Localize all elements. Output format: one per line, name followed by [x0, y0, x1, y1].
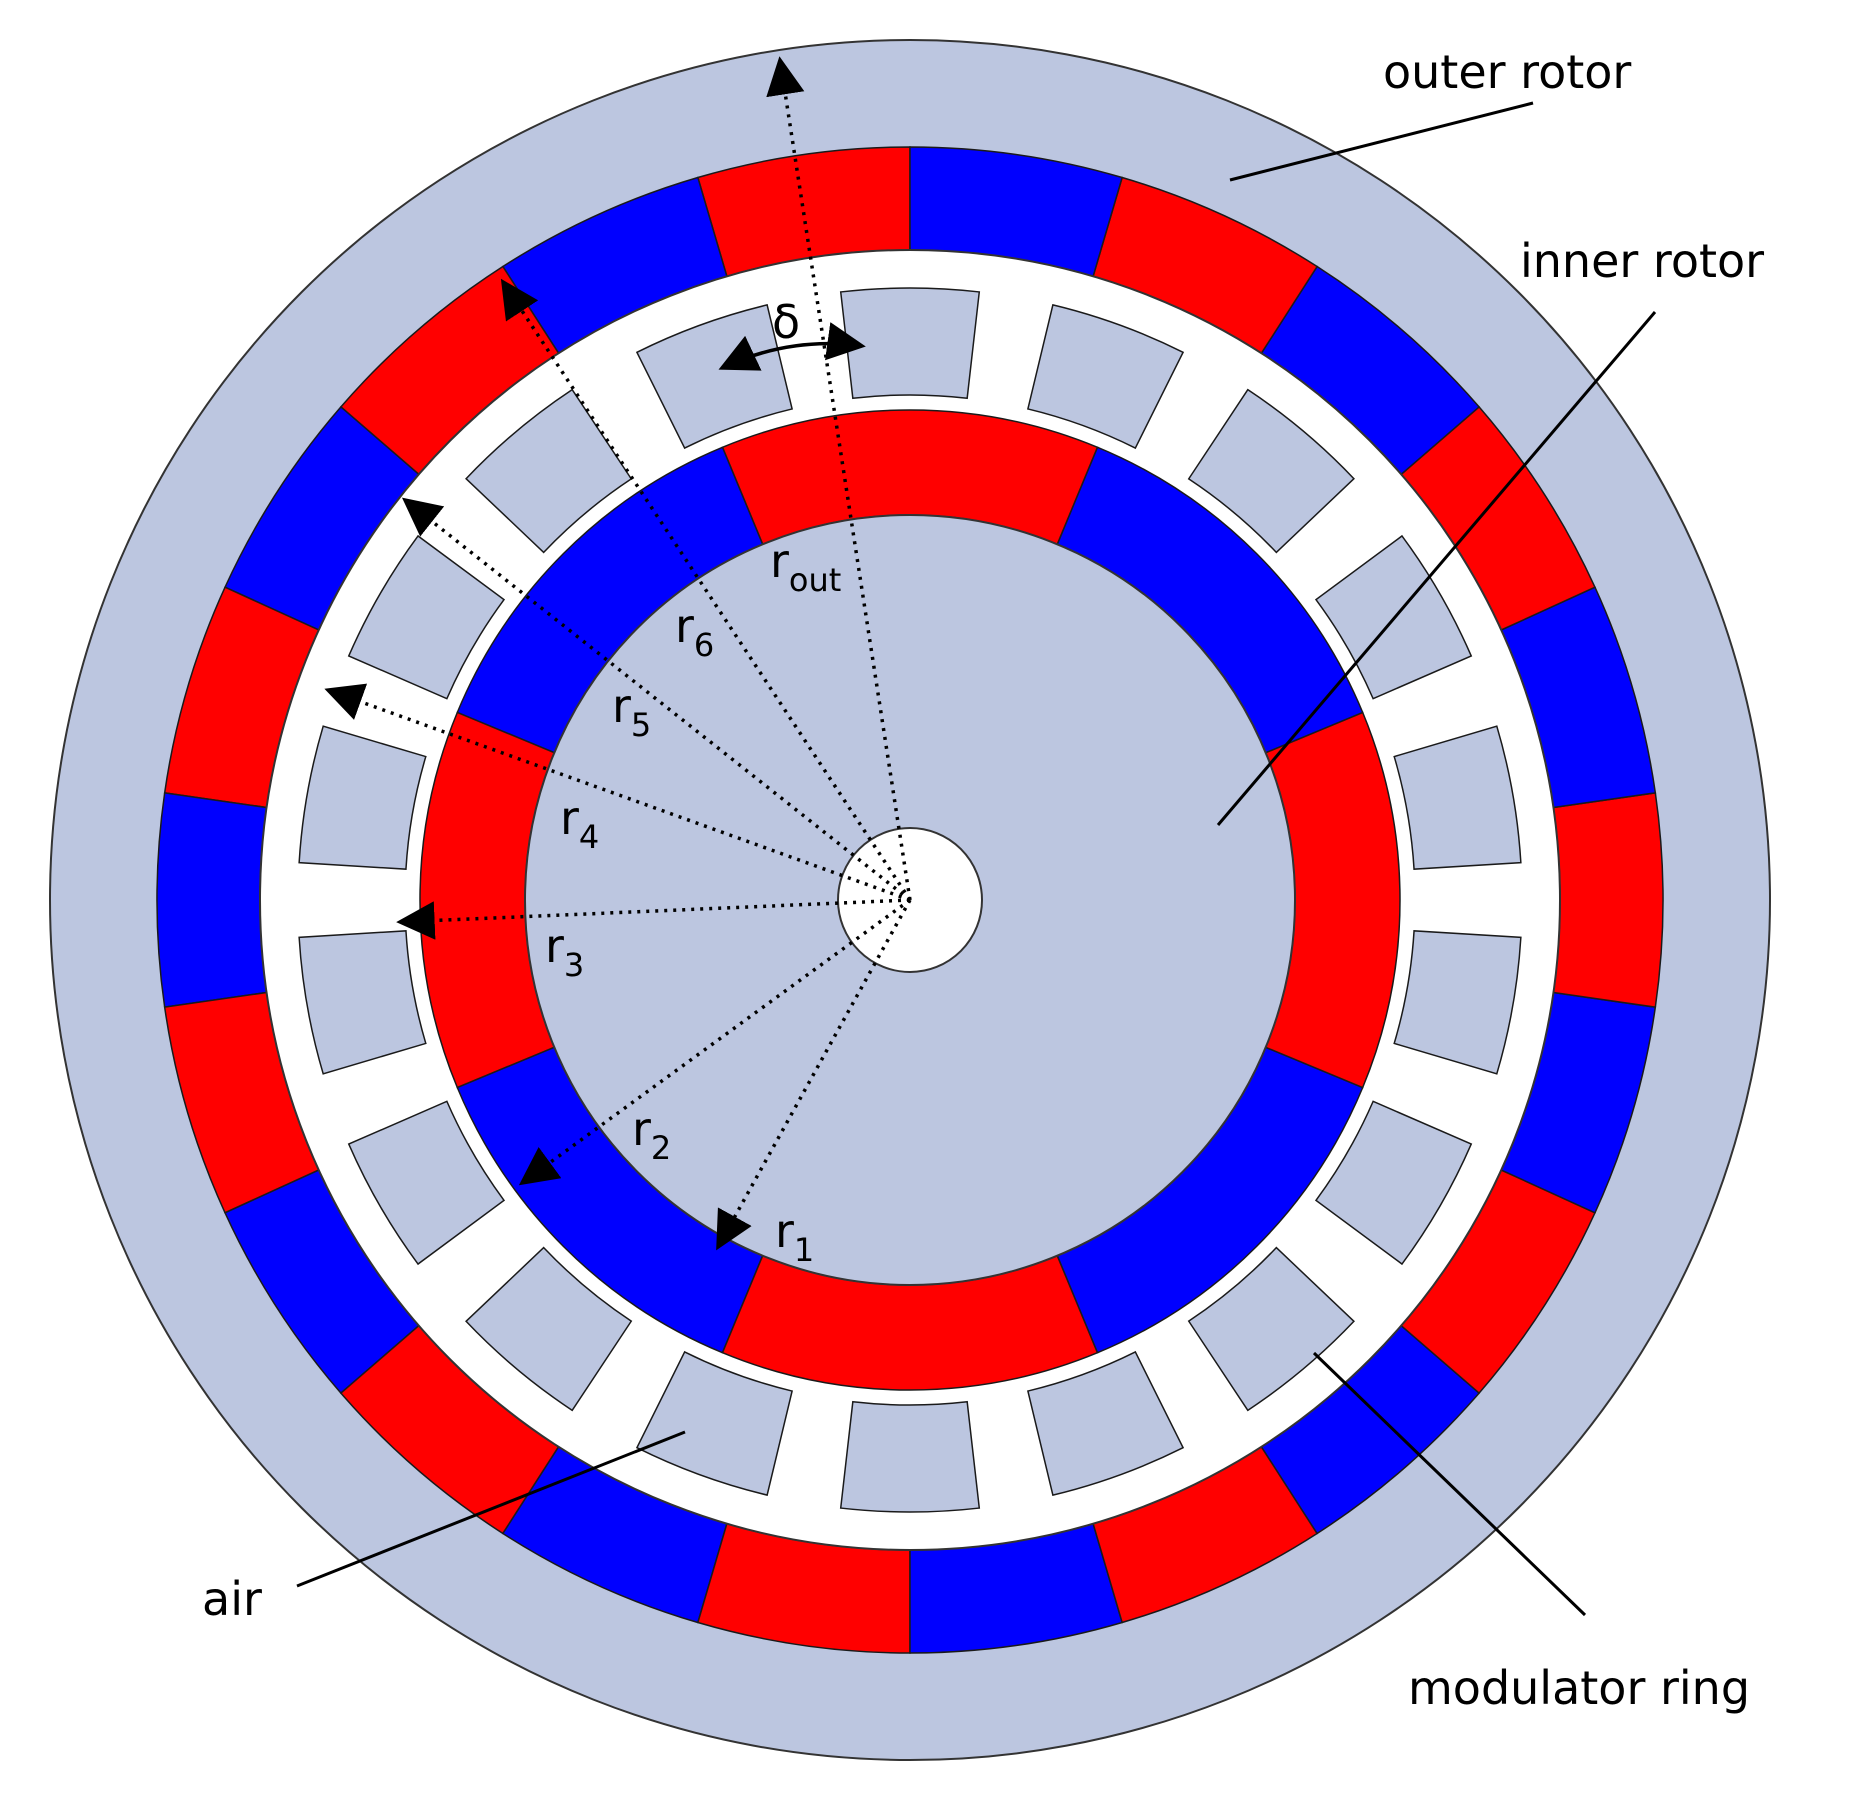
label-inner-rotor: inner rotor — [1520, 234, 1764, 288]
outer-magnet-17 — [1552, 791, 1664, 1009]
modulator-piece-8 — [347, 534, 506, 700]
modulator-piece-10 — [298, 930, 427, 1075]
dimline-rout — [766, 56, 912, 901]
label-r1: r1 — [775, 1204, 814, 1269]
modulator-piece-5 — [839, 287, 981, 400]
label-modulator-ring: modulator ring — [1408, 1661, 1750, 1715]
delta-symbol: δ — [772, 295, 800, 349]
leader-inner-rotor — [1216, 311, 1657, 826]
modulator-piece-13 — [635, 1350, 794, 1496]
modulator-piece-17 — [1314, 1100, 1473, 1266]
dimline-r1 — [716, 899, 912, 1251]
modulator-piece-3 — [1187, 388, 1355, 554]
modulator-piece-18 — [1393, 930, 1522, 1075]
dimline-r6 — [500, 278, 912, 901]
leader-outer-rotor — [1229, 101, 1534, 182]
modulator-piece-11 — [347, 1100, 506, 1266]
dimline-r4 — [324, 683, 911, 902]
modulator-piece-15 — [1026, 1350, 1185, 1496]
dimline-r3 — [396, 898, 911, 940]
modulator-piece-7 — [465, 388, 633, 554]
inner-rotor-magnets — [419, 409, 1401, 1391]
leader-modulator-ring — [1312, 1351, 1587, 1617]
modulator-piece-4 — [1026, 304, 1185, 450]
radius-dimension-lines — [324, 56, 912, 1251]
outer-magnet-6 — [156, 791, 268, 1009]
modulator-pieces — [298, 287, 1522, 1513]
label-r2: r2 — [632, 1102, 671, 1167]
label-outer-rotor: outer rotor — [1383, 45, 1631, 99]
label-r3: r3 — [545, 919, 584, 984]
modulator-piece-16 — [1187, 1246, 1355, 1412]
label-r4: r4 — [560, 791, 599, 856]
leader-air — [296, 1430, 686, 1588]
modulator-piece-9 — [298, 725, 427, 870]
label-rout: rout — [770, 534, 841, 599]
modulator-piece-12 — [465, 1246, 633, 1412]
modulator-piece-14 — [839, 1400, 981, 1513]
delta-arc — [718, 322, 866, 371]
label-air: air — [202, 1572, 262, 1626]
leader-lines — [296, 101, 1657, 1617]
radius-labels: r1 r2 r3 r4 r5 r6 rout — [545, 534, 841, 1269]
modulator-piece-1 — [1393, 725, 1522, 870]
label-r5: r5 — [612, 679, 651, 744]
label-r6: r6 — [675, 599, 714, 664]
